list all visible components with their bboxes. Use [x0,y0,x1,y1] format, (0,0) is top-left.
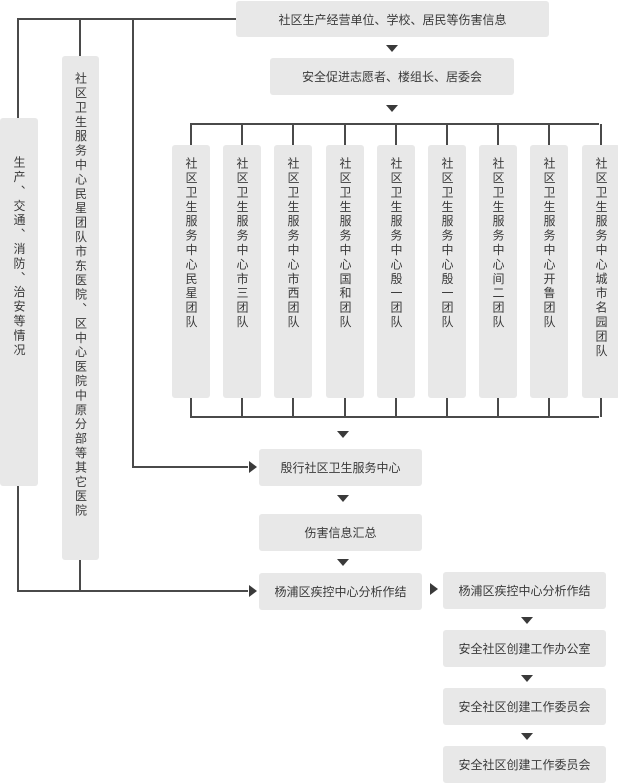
arrow-right-analysis-1 [249,585,257,597]
analysis-label-2: 杨浦区疾控中心分析作结 [458,584,591,598]
volunteers-label: 安全促进志愿者、楼组长、居委会 [301,70,482,84]
arrow-down-8 [521,733,533,740]
team-box: 社区卫生服务中心间二团队 [479,145,517,398]
team-label: 社区卫生服务中心民星团队 [184,157,198,330]
injury-info-source-box: 社区生产经营单位、学校、居民等伤害信息 [236,1,549,37]
analysis-box-1: 杨浦区疾控中心分析作结 [259,573,422,610]
committee-box-1: 安全社区创建工作委员会 [443,688,606,725]
committee-label-1: 安全社区创建工作委员会 [458,700,591,714]
team-label: 社区卫生服务中心殷一团队 [440,157,454,330]
analysis-box-2: 杨浦区疾控中心分析作结 [443,572,606,609]
team-box: 社区卫生服务中心殷一团队 [377,145,415,398]
arrow-right-center [249,461,257,473]
team-label: 社区卫生服务中心殷一团队 [389,157,403,330]
analysis-label-1: 杨浦区疾控中心分析作结 [274,585,407,599]
safety-situation-box: 生产、交通、消防、治安等情况 [0,118,38,486]
arrow-down-3 [337,431,349,438]
team-box: 社区卫生服务中心市三团队 [223,145,261,398]
hospitals-label: 社区卫生服务中心民星团队市东医院、区中心医院中原分部等其它医院 [73,72,88,519]
team-box: 社区卫生服务中心民星团队 [172,145,210,398]
office-box: 安全社区创建工作办公室 [443,630,606,667]
connector-top-to-left [17,18,236,118]
summary-box: 伤害信息汇总 [259,514,422,551]
team-box: 社区卫生服务中心殷一团队 [428,145,466,398]
arrow-down-4 [337,495,349,502]
team-label: 社区卫生服务中心间二团队 [491,157,505,330]
summary-label: 伤害信息汇总 [304,526,377,540]
office-label: 安全社区创建工作办公室 [458,642,591,656]
arrow-down-6 [521,617,533,624]
arrow-down-1 [386,45,398,52]
volunteers-box: 安全促进志愿者、楼组长、居委会 [270,58,514,95]
arrow-right-analysis-2 [430,583,438,595]
team-box: 社区卫生服务中心国和团队 [326,145,364,398]
arrow-down-7 [521,675,533,682]
team-box: 社区卫生服务中心市西团队 [274,145,312,398]
injury-info-source-label: 社区生产经营单位、学校、居民等伤害信息 [278,12,507,27]
committee-box-2: 安全社区创建工作委员会 [443,746,606,783]
connector-top-to-center [132,18,248,468]
team-label: 社区卫生服务中心国和团队 [338,157,352,330]
connector-left-to-analysis [17,486,248,592]
hospitals-box: 社区卫生服务中心民星团队市东医院、区中心医院中原分部等其它医院 [62,56,99,560]
team-box: 社区卫生服务中心开鲁团队 [530,145,568,398]
center-box: 殷行社区卫生服务中心 [259,449,422,486]
team-label: 社区卫生服务中心市西团队 [286,157,300,330]
safety-situation-label: 生产、交通、消防、治安等情况 [12,156,26,358]
team-label: 社区卫生服务中心市三团队 [235,157,249,330]
team-label: 社区卫生服务中心开鲁团队 [542,157,556,330]
team-label: 社区卫生服务中心城市名园团队 [594,157,608,359]
arrow-down-2 [386,105,398,112]
team-box: 社区卫生服务中心城市名园团队 [582,145,618,398]
committee-label-2: 安全社区创建工作委员会 [458,758,591,772]
arrow-down-5 [337,559,349,566]
center-label: 殷行社区卫生服务中心 [280,461,401,475]
